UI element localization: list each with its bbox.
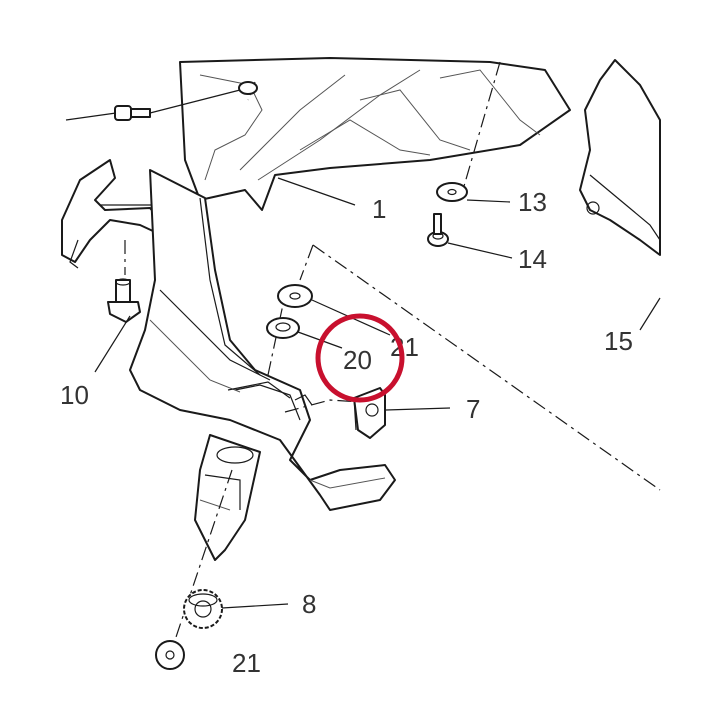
- part-20-grommet: [266, 317, 300, 339]
- part-14-screw: [427, 213, 449, 247]
- part-10-bolt: [107, 278, 141, 323]
- part-1-fairing-panel: [179, 57, 571, 211]
- callout-15: 15: [604, 326, 633, 356]
- part-21-bottom-washer: [155, 640, 185, 670]
- top-screw: [114, 105, 151, 121]
- callout-7: 7: [466, 394, 480, 424]
- callout-20: 20: [343, 345, 372, 375]
- callout-13: 13: [518, 187, 547, 217]
- callout-21-bottom: 21: [232, 648, 261, 678]
- part-13-washer: [436, 182, 468, 202]
- leader-lines: [65, 89, 661, 609]
- callout-1: 1: [372, 194, 386, 224]
- highlight-ring: [315, 313, 405, 403]
- part-21-washer: [277, 284, 313, 308]
- callout-labels: 1 13 14 15 21 20 7 10 8 21: [60, 187, 633, 678]
- callout-14: 14: [518, 244, 547, 274]
- callout-10: 10: [60, 380, 89, 410]
- part-8-gear: [183, 589, 223, 629]
- top-bolt-head: [238, 81, 258, 95]
- lower-tube: [194, 434, 261, 561]
- part-15-side-cover: [579, 59, 661, 256]
- duct-body: [129, 169, 396, 511]
- callout-8: 8: [302, 589, 316, 619]
